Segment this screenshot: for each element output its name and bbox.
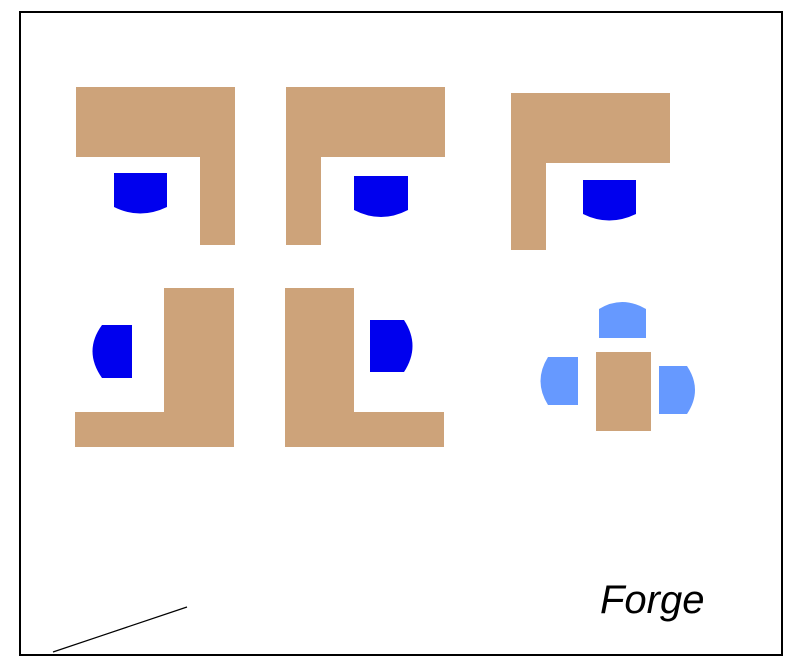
l-desk (75, 288, 234, 447)
meeting-table (596, 352, 651, 431)
room-border (19, 11, 783, 656)
meeting-chair-top (599, 302, 646, 338)
workstation-2[interactable] (286, 87, 445, 245)
office-chair (583, 180, 636, 221)
l-desk (76, 87, 235, 245)
workstation-5[interactable] (285, 288, 444, 447)
l-desk (511, 93, 670, 250)
workstation-3[interactable] (511, 93, 670, 250)
workstation-4[interactable] (75, 288, 234, 447)
room-label: Forge (600, 578, 705, 622)
diagonal-line (52, 606, 188, 653)
workstation-1[interactable] (76, 87, 235, 245)
l-desk (286, 87, 445, 245)
meeting-table-group[interactable] (540, 302, 696, 431)
l-desk (285, 288, 444, 447)
office-chair (370, 320, 413, 372)
office-chair (114, 173, 167, 214)
office-chair (354, 176, 408, 217)
meeting-chair-right (659, 366, 695, 414)
office-chair (92, 325, 132, 378)
meeting-chair-left (540, 357, 578, 405)
